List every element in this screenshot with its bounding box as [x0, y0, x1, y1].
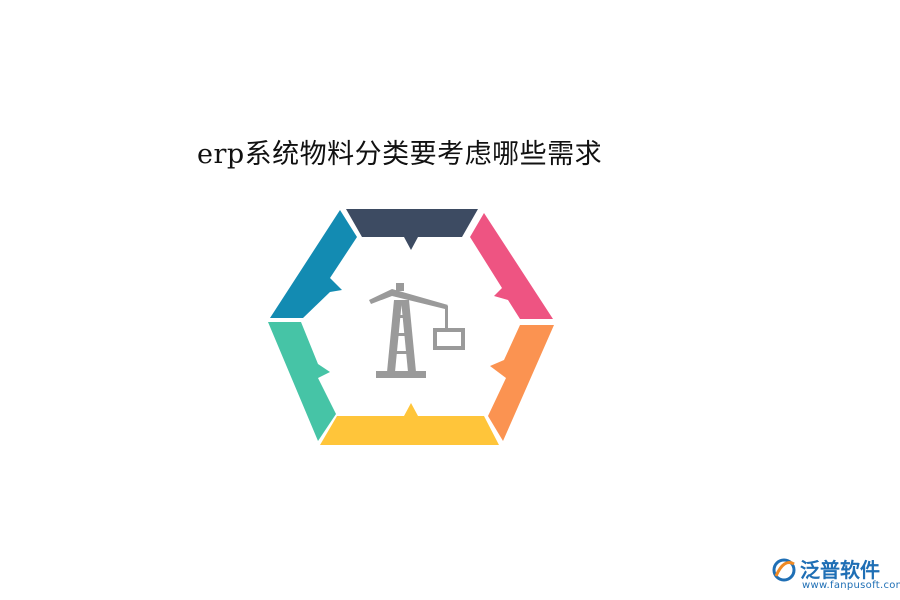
- fanpu-logo-icon: [772, 558, 796, 582]
- brand-logo: 泛普软件 www.fanpusoft.com: [770, 552, 900, 596]
- logo-url: www.fanpusoft.com: [802, 580, 900, 591]
- segment-bottom: [320, 403, 499, 445]
- segment-lower-right: [488, 325, 554, 441]
- crane-icon: [369, 283, 465, 378]
- segment-lower-left: [268, 322, 336, 441]
- segment-top: [346, 209, 478, 250]
- segment-upper-right: [470, 213, 553, 319]
- page-title: erp系统物料分类要考虑哪些需求: [197, 139, 603, 170]
- logo-brand-name: 泛普软件: [800, 558, 880, 582]
- segment-upper-left: [270, 210, 357, 318]
